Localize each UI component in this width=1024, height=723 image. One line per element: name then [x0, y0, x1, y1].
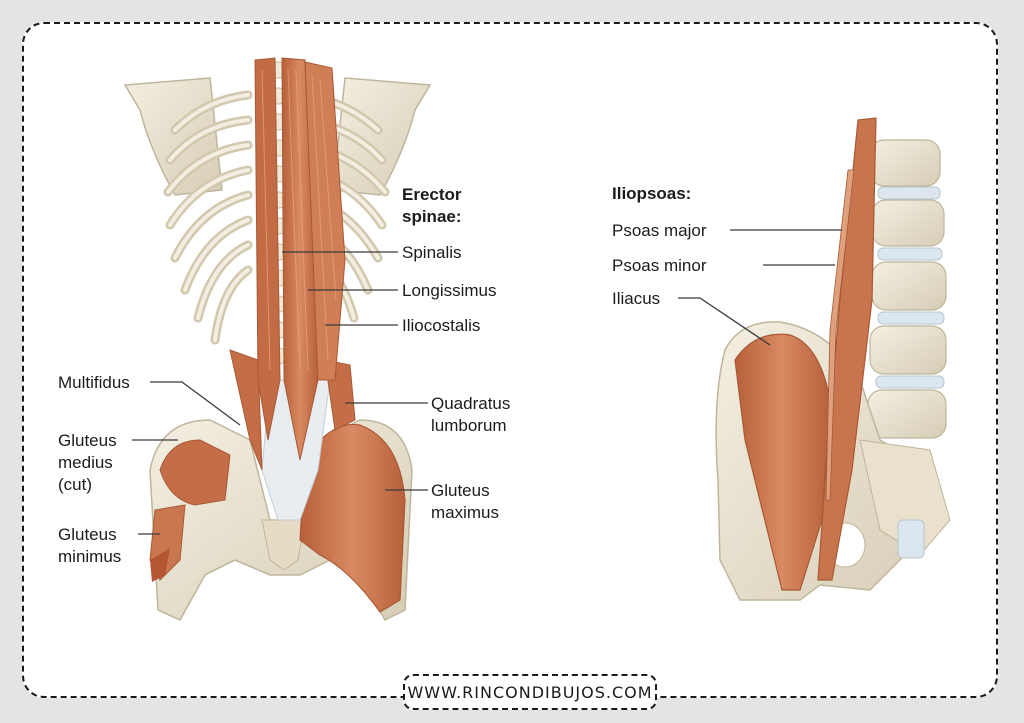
website-url: WWW.RINCONDIBUJOS.COM [407, 682, 653, 702]
gluteus-medius-muscle [159, 439, 231, 506]
erector-spinae-heading-line2: spinae: [402, 207, 462, 226]
left-scapula [123, 77, 223, 196]
lumbar-vertebrae [867, 139, 947, 439]
pubic-disc [897, 519, 925, 559]
gluteus-minimus-label-line2: minimus [58, 547, 122, 566]
gluteus-maximus-label-line2: maximus [431, 503, 500, 522]
quadratus-lumborum-label-line1: Quadratus [431, 394, 511, 413]
longissimus-label: Longissimus [402, 281, 497, 300]
intervertebral-discs [875, 186, 945, 389]
sacrum-side [859, 439, 951, 556]
website-footer-badge: WWW.RINCONDIBUJOS.COM [403, 674, 657, 710]
multifidus-label: Multifidus [58, 373, 130, 392]
iliopsoas-heading: Iliopsoas: [612, 184, 692, 203]
gluteus-minimus-cut [150, 548, 170, 582]
side-view-drawing [715, 117, 951, 601]
leader-lines [132, 229, 842, 535]
muscle-fiber-lines [261, 69, 337, 371]
psoas-major-muscle [817, 117, 877, 581]
back-view-drawing [123, 57, 432, 621]
iliacus-label: Iliacus [612, 289, 661, 308]
erector-spinae-heading-line1: Erector [402, 185, 462, 204]
gluteus-medius-label-line1: Gluteus [58, 431, 117, 450]
left-ribs-highlight [166, 93, 250, 342]
iliocostalis-label: Iliocostalis [402, 316, 481, 335]
multifidus-muscle [229, 349, 263, 471]
gluteus-maximus-label-line1: Gluteus [431, 481, 490, 500]
gluteus-minimus-label-line1: Gluteus [58, 525, 117, 544]
gluteus-medius-label-line3: (cut) [58, 475, 92, 494]
iliocostalis-muscle [304, 61, 346, 381]
iliacus-muscle [734, 333, 831, 591]
quadratus-lumborum-label-line2: lumborum [431, 416, 507, 435]
psoas-minor-muscle [825, 169, 855, 501]
spinalis-label: Spinalis [402, 243, 462, 262]
gluteus-medius-label-line2: medius [58, 453, 113, 472]
spinalis-muscle [254, 57, 281, 441]
psoas-minor-label: Psoas minor [612, 256, 707, 275]
psoas-major-label: Psoas major [612, 221, 707, 240]
